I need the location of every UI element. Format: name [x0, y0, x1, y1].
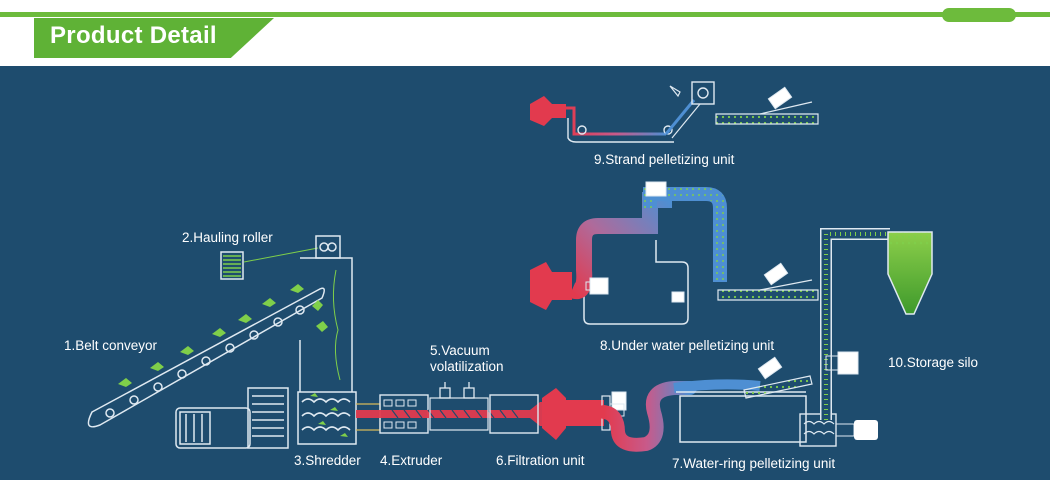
label-shredder: 3.Shredder	[294, 453, 361, 468]
label-water-ring: 7.Water-ring pelletizing unit	[672, 456, 836, 471]
label-extruder: 4.Extruder	[380, 453, 443, 468]
title-banner	[34, 18, 274, 58]
strand-pelletizing	[530, 81, 819, 143]
vacuum-volatilization	[439, 382, 475, 399]
label-storage-silo: 10.Storage silo	[888, 355, 979, 370]
label-vacuum-line1: 5.Vacuum	[430, 343, 490, 358]
label-vacuum-line2: volatilization	[430, 359, 504, 374]
water-ring-pelletizing	[597, 356, 878, 452]
label-strand: 9.Strand pelletizing unit	[594, 152, 735, 167]
label-filtration-unit: 6.Filtration unit	[496, 453, 585, 468]
under-water-pelletizing	[530, 181, 819, 325]
label-belt-conveyor: 1.Belt conveyor	[64, 338, 158, 353]
label-under-water: 8.Under water pelletizing unit	[600, 338, 775, 353]
storage-silo	[820, 228, 933, 420]
belt-conveyor	[87, 287, 325, 428]
shredder-motor	[175, 387, 289, 449]
label-hauling-roller: 2.Hauling roller	[182, 230, 273, 245]
header-tab-decoration	[942, 8, 1016, 22]
process-diagram-panel: 1.Belt conveyor 2.Hauling roller 3.Shred…	[0, 66, 1050, 480]
header-divider	[0, 12, 1050, 17]
extruder	[356, 394, 548, 434]
filtration-unit	[542, 388, 627, 440]
hauling-roller	[220, 235, 353, 397]
process-diagram	[87, 81, 933, 452]
page-title: Product Detail	[50, 22, 217, 49]
conveyor-flakes	[118, 284, 328, 387]
header-bar: Product Detail	[0, 0, 1050, 66]
shredder	[297, 391, 357, 445]
